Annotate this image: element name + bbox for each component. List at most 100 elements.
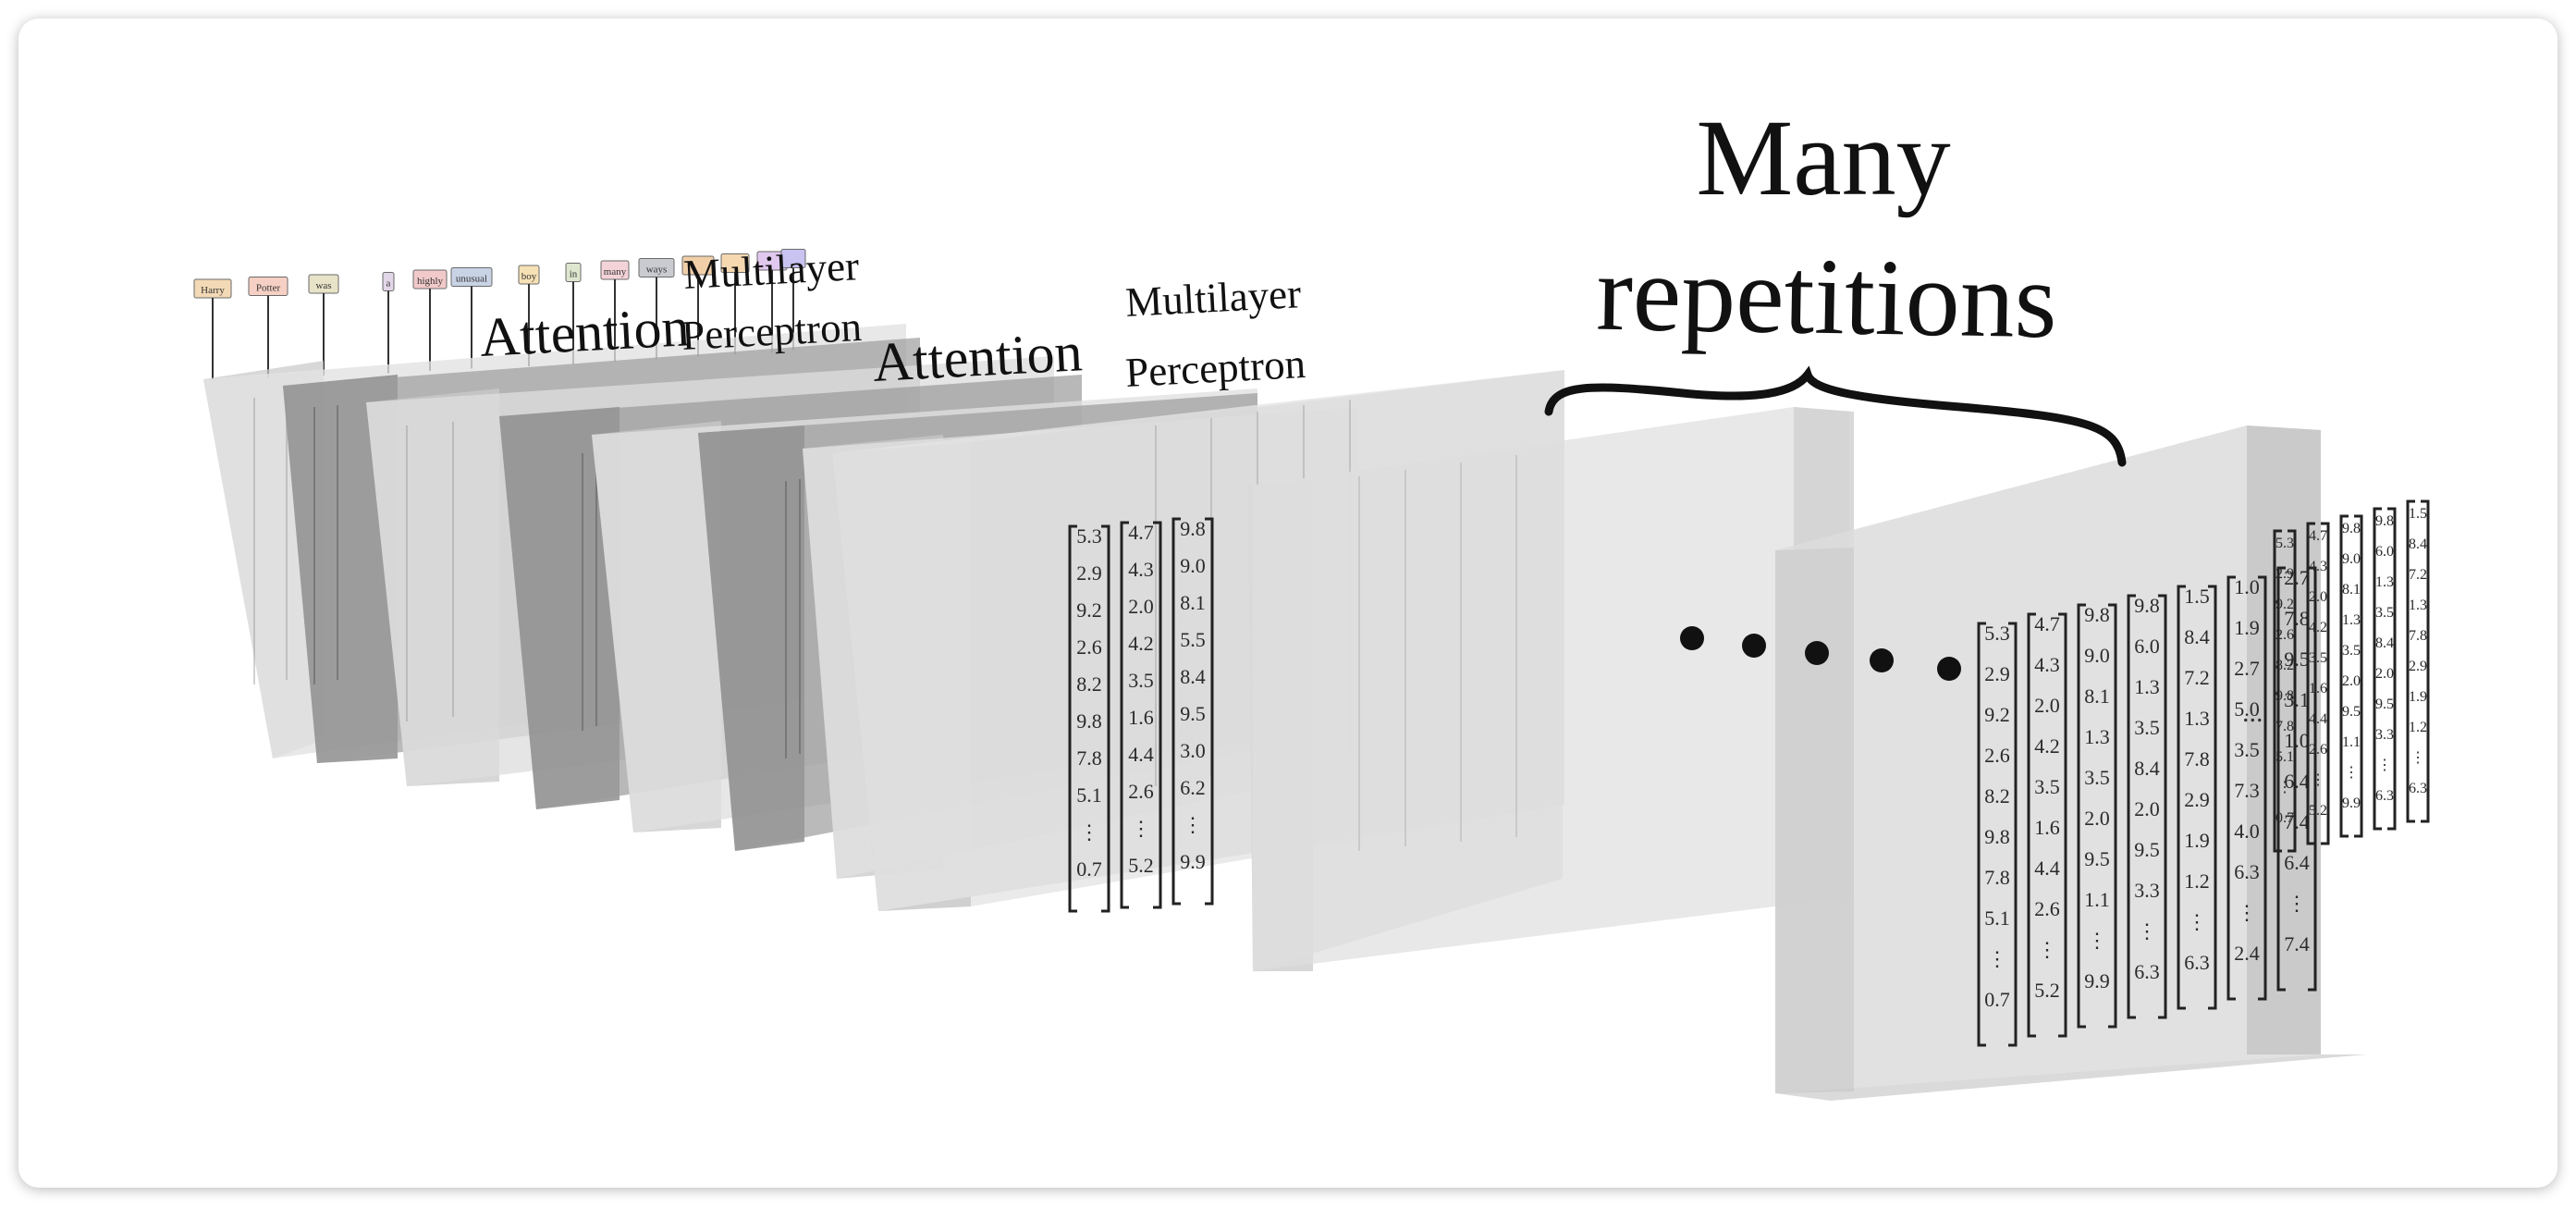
matrix-bracket [1977,622,1986,1047]
matrix-value: 7.3 [2234,779,2260,802]
matrix-value: 2.6 [2275,627,2294,643]
matrix-value: 2.6 [1984,744,2010,767]
mlp-label-2-line2: Perceptron [1124,340,1306,396]
matrix-value: 1.3 [2134,675,2160,698]
repetitions-brace [1544,365,2127,467]
matrix-value: 1.3 [2375,574,2394,590]
token-label: in [570,269,578,280]
matrix-value: 2.0 [2342,673,2361,689]
matrix-value: 9.5 [2375,696,2394,712]
matrix-value: ⋮ [1131,817,1151,840]
mlp-label-1-line1: Multilayer [682,242,860,298]
matrix-value: 7.8 [1076,746,1102,770]
matrix-value: ⋮ [1079,820,1099,844]
matrix-value: 1.5 [2184,585,2210,608]
matrix-value: 6.3 [2234,860,2260,883]
token-label: many [604,266,627,277]
matrix-value: 8.1 [1180,591,1206,614]
matrix-bracket [2387,507,2397,831]
matrix-value: 9.8 [1076,709,1102,733]
matrix-value: 6.3 [2409,781,2427,796]
matrix-bracket [1101,524,1110,913]
matrix-value: 8.4 [1180,665,1206,688]
matrix-value: 9.5 [2342,704,2361,720]
matrix-value: 9.9 [1180,850,1206,873]
matrix-value: 3.3 [2375,727,2394,743]
matrix-value: 4.7 [2034,612,2060,635]
matrix-value: 2.4 [2234,942,2260,965]
matrix-value: 2.6 [2034,897,2060,920]
matrix-value: 2.9 [1984,662,2010,685]
matrix-bracket [2127,594,2136,1019]
matrix-value: 1.3 [2409,598,2427,613]
matrix-value: 2.0 [2309,589,2327,605]
matrix-value: 3.5 [2034,775,2060,798]
token-label: boy [521,271,537,282]
matrix-bracket [1205,517,1214,906]
matrix-value: 2.6 [2309,742,2327,758]
matrix-value: 3.5 [1128,669,1154,692]
matrix-value: 4.0 [2234,820,2260,843]
matrix-value: 4.4 [2034,857,2060,880]
repetitions-label-line2: repetitions [1596,232,2058,362]
matrix-value: 9.2 [2275,597,2294,612]
matrix-value: 1.3 [2084,725,2110,748]
matrix-value: 4.3 [2309,559,2327,574]
matrix-value: 1.6 [2034,816,2060,839]
matrix-value: 5.3 [1076,524,1102,548]
matrix-value: ⋮ [2287,892,2307,915]
matrix-value: 2.0 [2084,807,2110,830]
matrix-value: 1.9 [2409,689,2427,705]
matrix-value: 2.0 [2034,694,2060,717]
matrix-bracket [2108,603,2117,1029]
matrix-value: 7.2 [2184,666,2210,689]
matrix-value: 3.0 [1180,739,1206,762]
matrix-value: 9.5 [2084,847,2110,870]
matrix-value: 9.0 [2342,551,2361,567]
matrix-bracket [2373,507,2382,831]
matrix-bracket [2208,585,2217,1010]
matrix-bracket [2354,514,2363,838]
matrix-value: 1.6 [1128,706,1154,729]
matrix-value: 2.9 [2184,788,2210,811]
matrix-value: 5.2 [1128,854,1154,877]
matrix-bracket [2077,603,2086,1029]
matrix-bracket [2027,612,2036,1038]
matrix-value: 4.2 [2309,620,2327,635]
matrix-value: ⋮ [2410,750,2425,766]
matrix-ellipsis: ... [2242,697,2263,728]
matrix-value: 2.6 [1128,780,1154,803]
matrix-value: 3.5 [2234,738,2260,761]
matrix-value: 9.2 [1076,598,1102,622]
matrix-value: 7.8 [2275,719,2294,734]
matrix-value: 9.8 [2134,594,2160,617]
matrix-bracket [2406,499,2415,823]
matrix-value: 3.5 [2309,650,2327,666]
matrix-value: 2.9 [2275,566,2294,582]
matrix-value: 6.0 [2134,635,2160,658]
matrix-bracket [2288,529,2297,853]
matrix-value: ⋮ [2137,919,2157,943]
matrix-value: 8.4 [2134,757,2160,780]
matrix-value: 8.4 [2375,635,2394,651]
matrix-value: 1.1 [2084,888,2110,911]
matrix-value: 1.3 [2342,612,2361,628]
matrix-value: 5.0 [2234,697,2260,721]
token-label: Harry [201,285,225,296]
matrix-bracket [1153,521,1162,909]
vector-matrix-1: 5.32.99.22.68.29.87.85.1⋮0.74.74.32.04.2… [1068,517,1214,913]
matrix-value: 6.0 [2375,544,2394,560]
matrix-value: 2.6 [1076,635,1102,659]
attention-label-2: Attention [871,321,1084,393]
matrix-bracket [2306,522,2315,845]
matrix-value: ⋮ [1987,947,2007,970]
matrix-value: 4.2 [1128,632,1154,655]
matrix-value: 2.0 [2375,666,2394,682]
matrix-value: 3.5 [2342,643,2361,659]
token-label: a [386,278,391,290]
matrix-bracket [2177,585,2186,1010]
matrix-bracket [1068,524,1077,913]
matrix-value: 6.3 [2375,788,2394,804]
matrix-value: 9.5 [1180,702,1206,725]
